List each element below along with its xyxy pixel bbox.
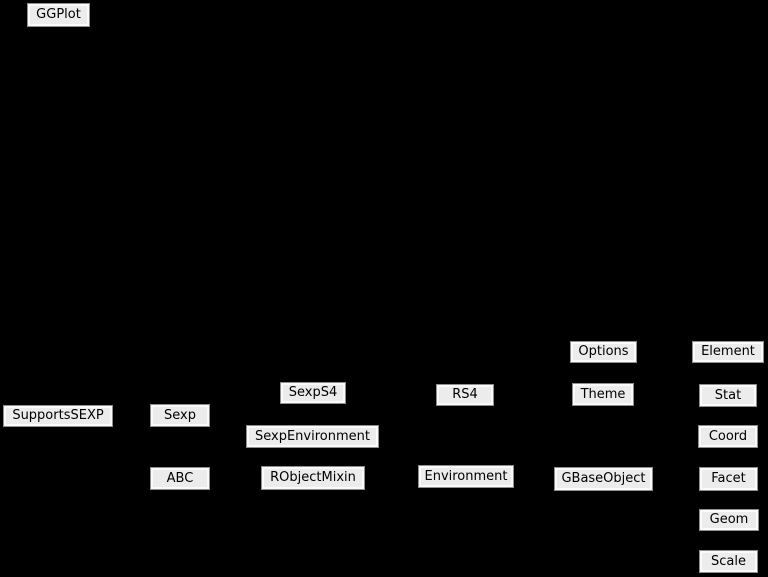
- class-node-theme: Theme: [572, 383, 634, 406]
- class-node-sexps4: SexpS4: [280, 382, 346, 404]
- class-node-label: Scale: [711, 553, 746, 569]
- class-node-label: SexpS4: [288, 385, 338, 400]
- class-node-sexp: Sexp: [150, 404, 210, 427]
- class-node-label: RS4: [452, 387, 478, 402]
- class-node-element: Element: [692, 341, 764, 363]
- class-node-facet: Facet: [699, 467, 758, 491]
- class-node-rs4: RS4: [436, 384, 494, 406]
- class-node-label: Coord: [708, 428, 748, 444]
- class-node-robjectmixin: RObjectMixin: [261, 466, 365, 490]
- class-node-label: Options: [578, 344, 629, 359]
- class-node-scale: Scale: [699, 550, 758, 573]
- class-node-label: Sexp: [164, 407, 196, 423]
- class-node-label: SexpEnvironment: [255, 428, 370, 444]
- class-node-label: Geom: [709, 512, 749, 527]
- class-node-supportssexp: SupportsSEXP: [3, 405, 113, 427]
- class-node-stat: Stat: [699, 384, 757, 407]
- class-node-label: Facet: [711, 471, 746, 486]
- class-node-options: Options: [570, 341, 637, 363]
- class-node-label: GBaseObject: [561, 471, 646, 486]
- class-node-label: Stat: [714, 387, 742, 403]
- class-node-label: SupportsSEXP: [12, 408, 104, 423]
- class-node-label: Element: [701, 344, 755, 359]
- class-node-abc: ABC: [150, 467, 210, 490]
- class-node-label: Theme: [580, 386, 626, 402]
- class-node-ggplot: GGPlot: [27, 3, 90, 27]
- class-node-geom: Geom: [699, 509, 759, 531]
- class-node-sexpenvironment: SexpEnvironment: [246, 425, 379, 448]
- class-node-label: Environment: [424, 468, 508, 484]
- class-node-label: GGPlot: [36, 7, 81, 22]
- class-node-gbaseobject: GBaseObject: [554, 467, 653, 491]
- class-node-label: ABC: [166, 470, 194, 486]
- class-node-coord: Coord: [698, 425, 758, 448]
- class-node-label: RObjectMixin: [270, 470, 356, 485]
- class-node-environment: Environment: [418, 465, 514, 488]
